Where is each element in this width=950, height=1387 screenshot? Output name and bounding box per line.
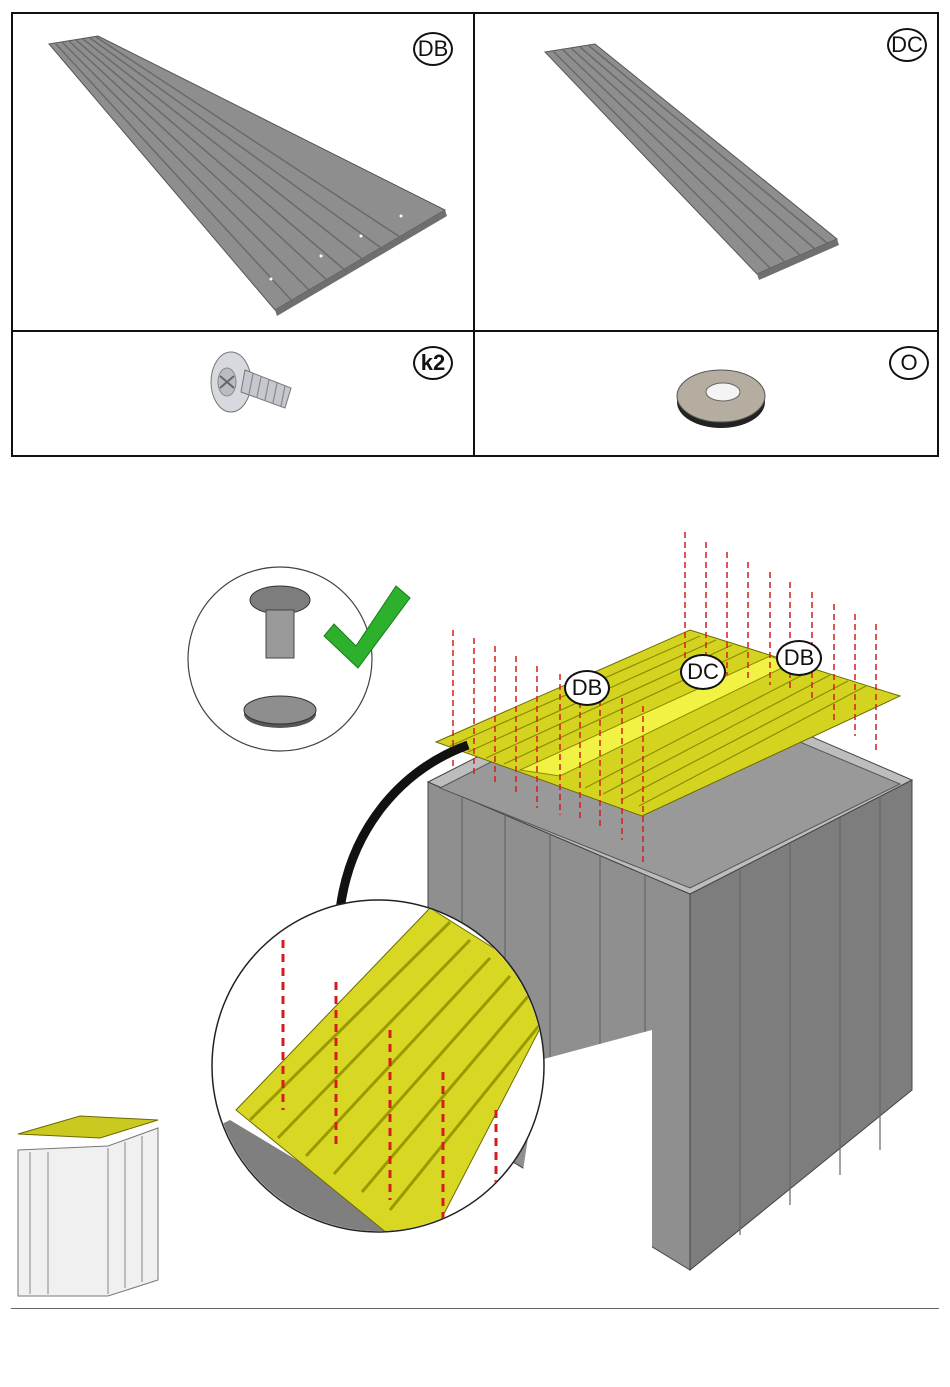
roof-panel-dc-illustration <box>475 14 937 332</box>
roof-callout-db-right: DB <box>776 640 822 676</box>
part-label-dc: DC <box>887 28 927 62</box>
parts-table: DB DC <box>11 12 939 457</box>
part-label-o: O <box>889 346 929 380</box>
part-cell-db: DB <box>13 14 475 332</box>
footer-divider <box>11 1308 939 1309</box>
roof-callout-db-left: DB <box>564 670 610 706</box>
part-cell-k2: k2 <box>13 332 475 455</box>
part-cell-o: O <box>475 332 937 455</box>
roof-callout-dc: DC <box>680 654 726 690</box>
part-label-k2: k2 <box>413 346 453 380</box>
screw-k2-illustration <box>13 332 475 455</box>
shed-roof-assembly-illustration <box>0 470 950 1310</box>
washer-o-illustration <box>475 332 937 455</box>
part-cell-dc: DC <box>475 14 937 332</box>
roof-panel-db-illustration <box>13 14 475 332</box>
assembly-diagram: DB DC DB <box>0 470 950 1310</box>
part-label-db: DB <box>413 32 453 66</box>
